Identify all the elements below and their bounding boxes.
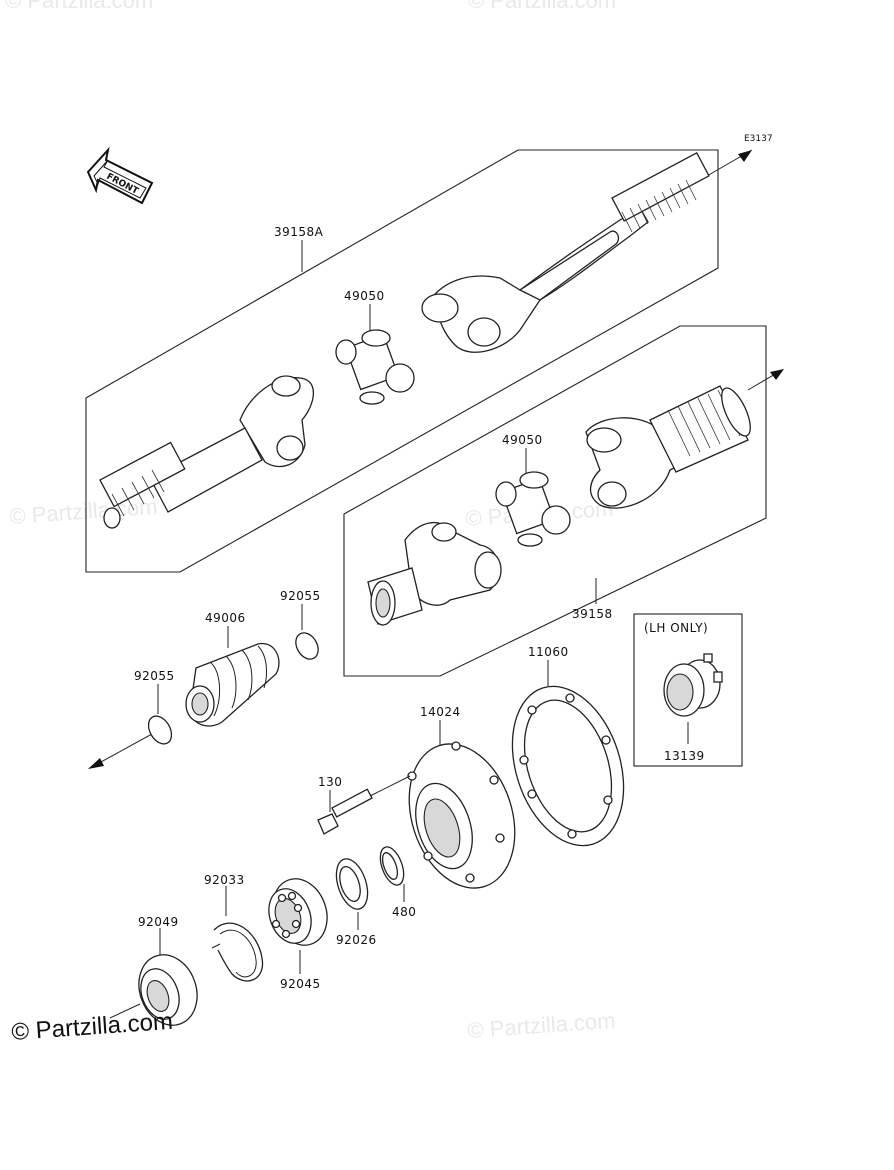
watermark-top-left: © Partzilla.com — [5, 0, 153, 13]
o-ring-92055-upper — [295, 632, 319, 660]
label-49050-lower: 49050 — [502, 433, 543, 447]
reference-code: E3137 — [744, 134, 773, 144]
label-49050-upper: 49050 — [344, 289, 385, 303]
o-ring-92055-lower — [147, 715, 173, 745]
label-39158: 39158 — [572, 607, 613, 621]
label-49006: 49006 — [205, 611, 246, 625]
axis-arrow-left — [88, 733, 153, 769]
label-39158a: 39158A — [274, 225, 324, 239]
shaft-39158a-upper — [421, 152, 710, 353]
label-92055-upper: 92055 — [280, 589, 321, 603]
shaft-39158-left — [367, 521, 502, 626]
seal-92049 — [109, 928, 198, 1026]
label-92049: 92049 — [138, 915, 179, 929]
label-92055-lower: 92055 — [134, 669, 175, 683]
assembly-frame-39158a — [85, 149, 719, 573]
boot-49006 — [185, 626, 280, 727]
gasket-11060 — [511, 660, 625, 847]
shaft-39158-right — [585, 385, 751, 509]
label-92045: 92045 — [280, 977, 321, 991]
label-92033: 92033 — [204, 873, 245, 887]
label-92026: 92026 — [336, 933, 377, 947]
bolt-130 — [317, 775, 411, 835]
watermark-mid-left: © Partzilla.com — [9, 494, 159, 529]
bearing-92045 — [268, 878, 328, 974]
axis-arrow-mid — [747, 369, 784, 391]
label-11060: 11060 — [528, 645, 569, 659]
copyright-text: © Partzilla.com — [11, 1008, 174, 1046]
flange-14024 — [407, 720, 516, 889]
snap-ring-480 — [379, 846, 405, 902]
assembly-frame-39158 — [343, 325, 767, 677]
shim-92026 — [335, 858, 369, 930]
label-14024: 14024 — [420, 705, 461, 719]
front-arrow-icon: FRONT — [86, 146, 154, 205]
lh-only-label: (LH ONLY) — [644, 621, 708, 635]
label-130: 130 — [318, 775, 342, 789]
watermark-bottom-center: © Partzilla.com — [467, 1008, 617, 1043]
universal-joint-upper — [335, 304, 415, 405]
shaft-39158a-lower — [99, 375, 314, 529]
lh-only-box: (LH ONLY) — [633, 613, 743, 767]
circlip-92033 — [211, 886, 264, 982]
watermark-top-center: © Partzilla.com — [468, 0, 616, 13]
universal-joint-lower — [495, 448, 571, 547]
label-13139: 13139 — [664, 749, 705, 763]
label-480: 480 — [392, 905, 416, 919]
